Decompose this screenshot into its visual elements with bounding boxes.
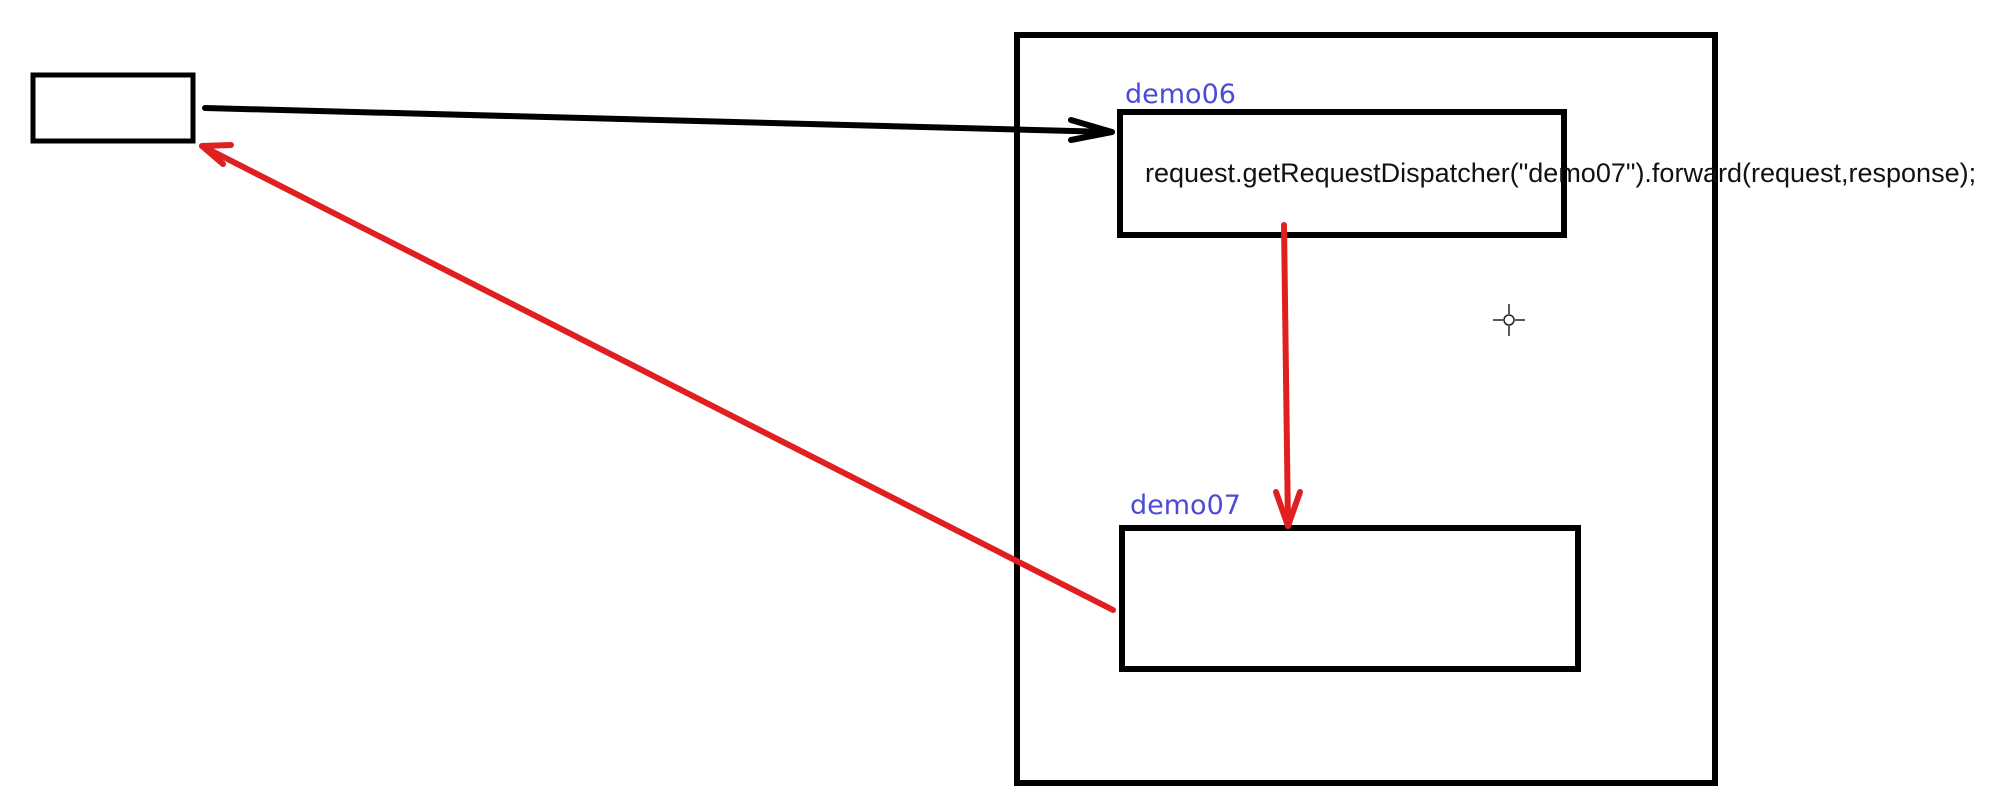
response-arrow-line <box>199 143 1116 613</box>
demo07-label: demo07 <box>1130 490 1241 521</box>
forward-arrow-head <box>1273 489 1303 529</box>
forward-arrow-line <box>1281 222 1291 529</box>
crosshair-cursor-icon <box>1493 304 1525 336</box>
response-arrow-head <box>199 142 234 167</box>
forward-code-text: request.getRequestDispatcher("demo07").f… <box>1145 158 1976 188</box>
demo07-box <box>1119 525 1581 672</box>
server-container-box <box>1014 32 1718 786</box>
request-arrow-head <box>1068 117 1115 143</box>
demo06-box <box>1117 109 1567 238</box>
client-box <box>30 72 196 144</box>
request-arrow-line <box>202 105 1113 135</box>
demo06-label: demo06 <box>1125 79 1236 110</box>
